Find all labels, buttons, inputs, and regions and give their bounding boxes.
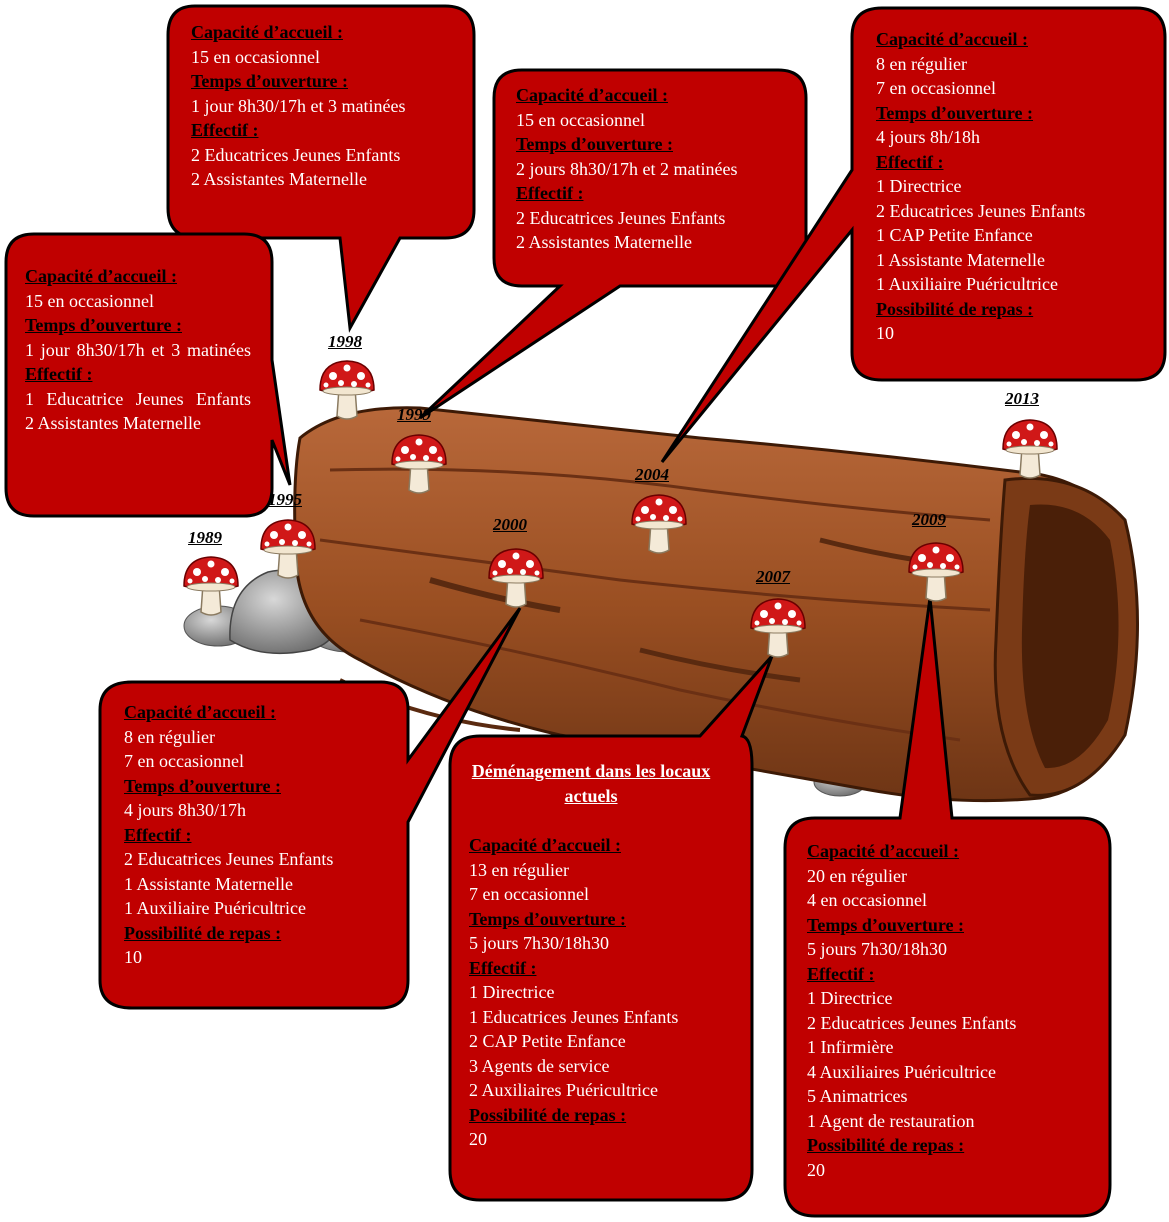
- effectif-item: 1 Directrice: [469, 982, 555, 1002]
- repas-label: Possibilité de repas :: [876, 298, 1034, 319]
- temps-label: Temps d’ouverture :: [124, 775, 281, 796]
- year-label-2009: 2009: [912, 510, 946, 529]
- effectif-item: 1 Assistante Maternelle: [876, 249, 1045, 270]
- temps-value: 4 jours 8h/18h: [876, 127, 981, 147]
- capacite-label: Capacité d’accueil :: [516, 85, 668, 105]
- capacite-label: Capacité d’accueil :: [191, 22, 343, 42]
- effectif-item: 2 Auxiliaires Puéricultrice: [469, 1080, 658, 1100]
- effectif-item: 2 Educatrices Jeunes Enfants: [191, 144, 401, 165]
- bubble-1995-shape: [4, 232, 292, 518]
- year-label-2004: 2004: [635, 465, 669, 484]
- effectif-item: 1 CAP Petite Enfance: [876, 225, 1033, 245]
- bubble-2000: Capacité d’accueil : 8 en régulier 7 en …: [124, 700, 394, 970]
- effectif-item: 2 Educatrices Jeunes Enfants: [516, 207, 726, 228]
- bubble-2007-shape: [448, 654, 774, 1202]
- temps-value: 1 jour 8h30/17h et 3 matinées: [25, 339, 251, 360]
- year-label-1989: 1989: [188, 528, 222, 547]
- effectif-item: 1 Educatrices Jeunes Enfants: [469, 1006, 679, 1027]
- capacite-label: Capacité d’accueil :: [124, 702, 276, 722]
- bubble-2004: Capacité d’accueil : 8 en régulier 7 en …: [876, 27, 1156, 346]
- effectif-label: Effectif :: [807, 963, 875, 984]
- capacite-value: 20 en régulier: [807, 865, 907, 886]
- effectif-label: Effectif :: [876, 151, 944, 172]
- effectif-item: 1 Auxiliaire Puéricultrice: [876, 274, 1058, 294]
- capacite-label: Capacité d’accueil :: [469, 835, 621, 855]
- repas-value: 20: [469, 1129, 487, 1149]
- bubble-1998-shape: [166, 4, 476, 333]
- capacite-value: 13 en régulier: [469, 859, 569, 880]
- effectif-item: 1 Directrice: [807, 988, 893, 1008]
- mushroom-icon: [1002, 419, 1058, 479]
- repas-value: 10: [876, 323, 894, 343]
- effectif-item: 5 Animatrices: [807, 1086, 908, 1106]
- temps-value: 2 jours 8h30/17h et 2 matinées: [516, 158, 738, 179]
- effectif-item: 1 Agent de restauration: [807, 1110, 975, 1131]
- capacite-value: 7 en occasionnel: [876, 78, 996, 98]
- effectif-item: 1 Infirmière: [807, 1037, 894, 1057]
- repas-value: 10: [124, 947, 142, 967]
- effectif-item: 4 Auxiliaires Puéricultrice: [807, 1061, 996, 1082]
- bubble-2007: Déménagement dans les locaux actuels Cap…: [469, 759, 739, 1152]
- effectif-item: 1 Directrice: [876, 176, 962, 196]
- effectif-item: 3 Agents de service: [469, 1055, 610, 1076]
- capacite-value: 7 en occasionnel: [469, 884, 589, 904]
- temps-label: Temps d’ouverture :: [807, 914, 964, 935]
- temps-label: Temps d’ouverture :: [876, 102, 1033, 123]
- bubble-2004-shape: [660, 6, 1167, 463]
- effectif-item: 2 Assistantes Maternelle: [191, 169, 367, 189]
- effectif-item: 2 Assistantes Maternelle: [25, 413, 201, 433]
- year-label-1998: 1998: [328, 332, 362, 351]
- effectif-label: Effectif :: [191, 120, 259, 140]
- capacite-value: 4 en occasionnel: [807, 890, 927, 910]
- year-label-2007: 2007: [756, 567, 790, 586]
- effectif-label: Effectif :: [124, 824, 192, 845]
- mushroom-icon: [183, 556, 239, 616]
- capacite-value: 15 en occasionnel: [516, 109, 645, 130]
- capacite-label: Capacité d’accueil :: [876, 29, 1028, 49]
- bubble-1995: Capacité d’accueil : 15 en occasionnel T…: [25, 264, 251, 436]
- temps-label: Temps d’ouverture :: [469, 908, 626, 929]
- bubble-1999-shape: [418, 68, 808, 420]
- effectif-item: 2 Educatrices Jeunes Enfants: [124, 849, 334, 869]
- effectif-item: 2 Educatrices Jeunes Enfants: [876, 200, 1086, 221]
- year-label-1995: 1995: [268, 490, 302, 509]
- effectif-item: 2 CAP Petite Enfance: [469, 1031, 626, 1051]
- effectif-item: 1 Auxiliaire Puéricultrice: [124, 898, 306, 918]
- effectif-label: Effectif :: [25, 364, 93, 384]
- bubble-2000-shape: [98, 607, 522, 1010]
- temps-label: Temps d’ouverture :: [516, 134, 673, 154]
- capacite-value: 15 en occasionnel: [25, 290, 154, 311]
- effectif-label: Effectif :: [516, 183, 584, 203]
- temps-value: 5 jours 7h30/18h30: [469, 933, 610, 953]
- effectif-item: 1 Educatrice Jeunes Enfants: [25, 388, 251, 409]
- temps-label: Temps d’ouverture :: [191, 71, 348, 91]
- temps-value: 4 jours 8h30/17h: [124, 800, 247, 820]
- temps-label: Temps d’ouverture :: [25, 315, 182, 335]
- year-label-1999: 1999: [397, 405, 431, 424]
- repas-value: 20: [807, 1159, 825, 1180]
- effectif-item: 2 Assistantes Maternelle: [516, 232, 692, 252]
- effectif-item: 1 Assistante Maternelle: [124, 873, 293, 894]
- effectif-item: 2 Educatrices Jeunes Enfants: [807, 1012, 1017, 1033]
- bubble-2009: Capacité d’accueil : 20 en régulier 4 en…: [807, 839, 1097, 1182]
- year-label-2000: 2000: [493, 515, 527, 534]
- capacite-value: 8 en régulier: [124, 726, 215, 747]
- temps-value: 1 jour 8h30/17h et 3 matinées: [191, 95, 406, 116]
- capacite-value: 8 en régulier: [876, 53, 967, 74]
- capacite-label: Capacité d’accueil :: [25, 266, 177, 286]
- bubble-title: Déménagement dans les locaux actuels: [471, 761, 711, 806]
- bubble-2009-shape: [783, 597, 1112, 1218]
- year-label-2013: 2013: [1005, 389, 1039, 408]
- repas-label: Possibilité de repas :: [124, 922, 282, 943]
- capacite-value: 15 en occasionnel: [191, 46, 320, 67]
- capacite-value: 7 en occasionnel: [124, 751, 244, 771]
- repas-label: Possibilité de repas :: [807, 1135, 965, 1155]
- repas-label: Possibilité de repas :: [469, 1104, 627, 1125]
- capacite-label: Capacité d’accueil :: [807, 841, 959, 861]
- temps-value: 5 jours 7h30/18h30: [807, 939, 948, 959]
- bubble-1999: Capacité d’accueil : 15 en occasionnel T…: [516, 83, 796, 255]
- effectif-label: Effectif :: [469, 957, 537, 978]
- bubble-1998: Capacité d’accueil : 15 en occasionnel T…: [191, 20, 461, 192]
